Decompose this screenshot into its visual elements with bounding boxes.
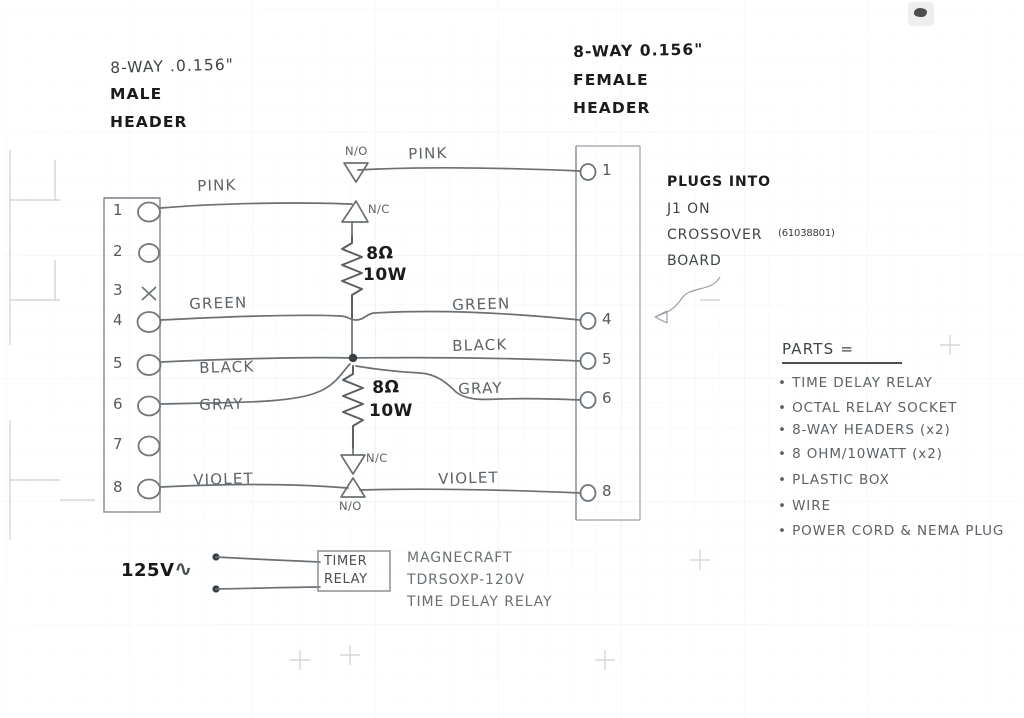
- male-pin-number-6: 6: [113, 395, 124, 413]
- wire-label-gray-right: GRAY: [457, 378, 503, 398]
- contact-label-top-nc: N/C: [368, 202, 390, 216]
- timer-supply-wires: [215, 556, 321, 590]
- male-pin-number-8: 8: [113, 478, 124, 496]
- female-pin-number-8: 8: [602, 482, 613, 500]
- power-source-terminals: [212, 553, 220, 593]
- female-header-body: [575, 145, 641, 521]
- female-header-title-line1: 8-WAY 0.156": [572, 40, 704, 61]
- wire-label-green-left: GREEN: [188, 293, 248, 313]
- female-pin-number-6: 6: [602, 389, 613, 407]
- contact-top-nc: [341, 200, 369, 237]
- plug-note-line1: PLUGS INTO: [667, 174, 771, 190]
- timer-relay-box: [317, 550, 391, 592]
- parts-heading-underline: [782, 362, 902, 364]
- female-header-title-line2: FEMALE: [573, 71, 649, 89]
- female-header-pins: [579, 163, 597, 502]
- relay-spec-line3: TIME DELAY RELAY: [407, 594, 553, 610]
- wire-pink: [160, 166, 581, 209]
- wire-label-pink-left: PINK: [196, 175, 237, 195]
- contact-label-top-no: N/O: [345, 144, 368, 158]
- male-header-title-line3: HEADER: [110, 113, 188, 131]
- relay-spec-line2: TDRSOXP-120V: [407, 572, 525, 588]
- male-pin-number-2: 2: [113, 242, 124, 260]
- resistor-2-value: 8Ω: [371, 377, 400, 398]
- wire-label-violet-right: VIOLET: [437, 468, 500, 488]
- wire-gray: [160, 363, 581, 405]
- scan-stamp: (61038801): [778, 228, 835, 239]
- male-pin-number-7: 7: [113, 435, 124, 453]
- parts-item-5: • WIRE: [778, 498, 831, 514]
- parts-heading: PARTS =: [782, 340, 855, 358]
- timer-relay-box-line2: RELAY: [324, 572, 368, 587]
- wire-label-pink-right: PINK: [407, 143, 448, 163]
- male-pin-number-3: 3: [113, 281, 124, 299]
- timer-relay-box-line1: TIMER: [324, 554, 368, 569]
- male-header-pins: [136, 201, 162, 500]
- male-pin-number-1: 1: [113, 201, 124, 219]
- male-header-body: [103, 197, 161, 513]
- male-header-title-line1: 8-WAY .0.156": [109, 55, 235, 77]
- female-pin-number-1: 1: [602, 161, 613, 179]
- paper-construction-marks: [9, 150, 960, 670]
- contact-bottom-nc: [340, 447, 366, 475]
- resistor-2: [342, 365, 364, 449]
- female-pin-number-4: 4: [602, 310, 613, 328]
- contact-label-bottom-no: N/O: [339, 499, 362, 513]
- parts-item-4: • PLASTIC BOX: [778, 472, 890, 488]
- scan-artifact-smudge: [914, 8, 927, 17]
- junction-dot: [348, 353, 358, 363]
- contact-label-bottom-nc: N/C: [366, 451, 388, 465]
- wire-label-black-left: BLACK: [198, 357, 255, 377]
- wire-black: [160, 356, 581, 363]
- resistor-1-power: 10W: [363, 265, 407, 285]
- resistor-2-power: 10W: [369, 401, 413, 421]
- parts-item-6: • POWER CORD & NEMA PLUG: [778, 523, 1005, 539]
- relay-spec-line1: MAGNECRAFT: [407, 550, 513, 566]
- plug-note-line2: J1 ON: [667, 201, 711, 217]
- female-pin-number-5: 5: [602, 350, 613, 368]
- wire-violet: [160, 483, 581, 494]
- male-pin-number-5: 5: [113, 354, 124, 372]
- supply-voltage-label: 125V: [121, 560, 175, 581]
- resistor-1-value: 8Ω: [365, 243, 394, 264]
- wire-label-gray-left: GRAY: [198, 394, 244, 414]
- plug-note-line3: CROSSOVER: [667, 227, 763, 243]
- resistor-1: [341, 235, 363, 319]
- contact-top-no: [343, 162, 369, 183]
- wire-label-violet-left: VIOLET: [192, 469, 255, 489]
- parts-item-0: • TIME DELAY RELAY: [778, 375, 933, 391]
- plug-note-leader: [654, 276, 721, 324]
- wire-green: [160, 310, 581, 321]
- plug-note-line4: BOARD: [667, 253, 722, 269]
- wire-label-black-right: BLACK: [451, 335, 508, 355]
- ac-symbol-icon: ∿: [174, 557, 193, 582]
- male-header-title-line2: MALE: [110, 85, 163, 103]
- wire-label-green-right: GREEN: [451, 294, 511, 314]
- parts-item-1: • OCTAL RELAY SOCKET: [778, 400, 958, 416]
- male-pin-number-4: 4: [113, 311, 124, 329]
- parts-item-2: • 8-WAY HEADERS (x2): [778, 422, 951, 438]
- parts-item-3: • 8 OHM/10WATT (x2): [778, 446, 943, 462]
- female-header-title-line3: HEADER: [573, 99, 651, 117]
